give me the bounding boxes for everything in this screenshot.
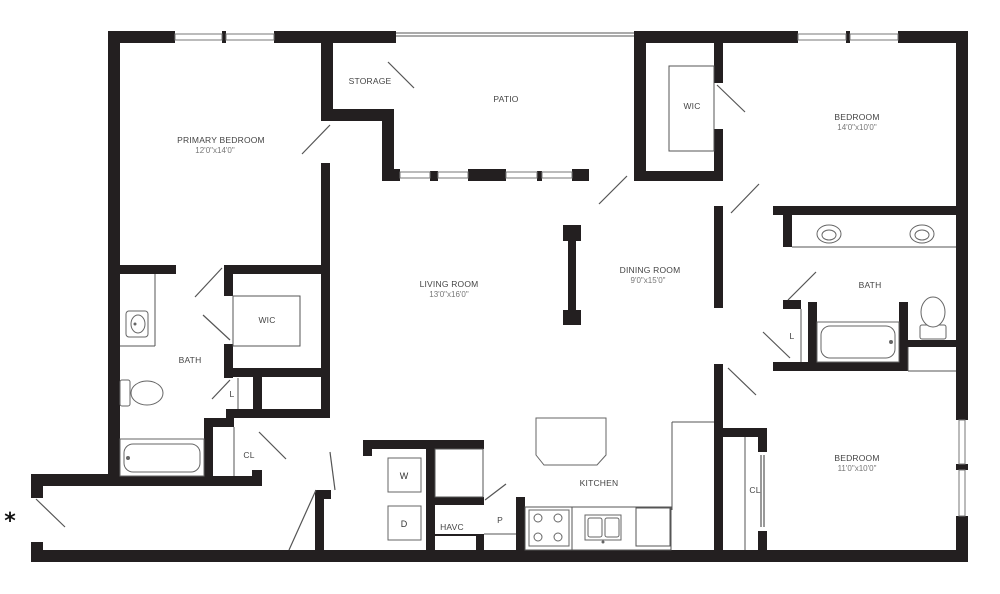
room-dims-primary-bedroom: 12'0"x14'0" [195,146,235,155]
bathtub-icon [119,438,205,477]
windows [174,32,966,517]
room-name-bedroom-top: BEDROOM [834,112,879,122]
room-name-havc: HAVC [440,522,464,532]
walls [31,31,968,562]
room-name-linen-right: L [790,331,795,341]
room-name-kitchen: KITCHEN [580,478,619,488]
room-name-primary-bedroom: PRIMARY BEDROOM [177,135,265,145]
room-name-linen-left: L [230,389,235,399]
fixtures [119,224,947,547]
sink-icon [909,224,935,244]
sink-icon [584,514,622,544]
room-dims-living-room: 13'0"x16'0" [429,290,469,299]
kitchen-island [535,417,607,466]
room-name-wic-left: WIC [258,315,275,325]
room-name-wic-right: WIC [683,101,700,111]
room-name-living-room: LIVING ROOM [420,279,479,289]
dryer-label: D [401,519,408,529]
dryer [387,505,422,541]
room-dims-bedroom-bottom: 11'0"x10'0" [838,464,877,473]
entry-marker: * [4,509,16,534]
room-name-bedroom-bottom: BEDROOM [834,453,879,463]
bathtub-icon [816,321,900,363]
interior-lines [120,65,956,551]
toilet-icon [919,296,947,340]
room-name-patio: PATIO [493,94,518,104]
doors [35,61,817,551]
washer-label: W [400,471,409,481]
room-name-storage: STORAGE [349,76,392,86]
stove-icon [528,509,570,547]
room-name-dining-room: DINING ROOM [620,265,681,275]
room-name-closet-left: CL [243,450,254,460]
sink-icon [125,310,149,338]
toilet-icon [119,379,164,407]
room-labels: PRIMARY BEDROOM 12'0"x14'0" STORAGE PATI… [4,76,881,534]
sink-icon [816,224,842,244]
room-dims-dining-room: 9'0"x15'0" [631,276,666,285]
washer [387,457,422,493]
room-dims-bedroom-top: 14'0"x10'0" [837,123,877,132]
room-name-pantry: P [497,515,503,525]
room-name-closet-right: CL [749,485,760,495]
room-name-bath-right: BATH [859,280,882,290]
room-name-bath-left: BATH [179,355,202,365]
